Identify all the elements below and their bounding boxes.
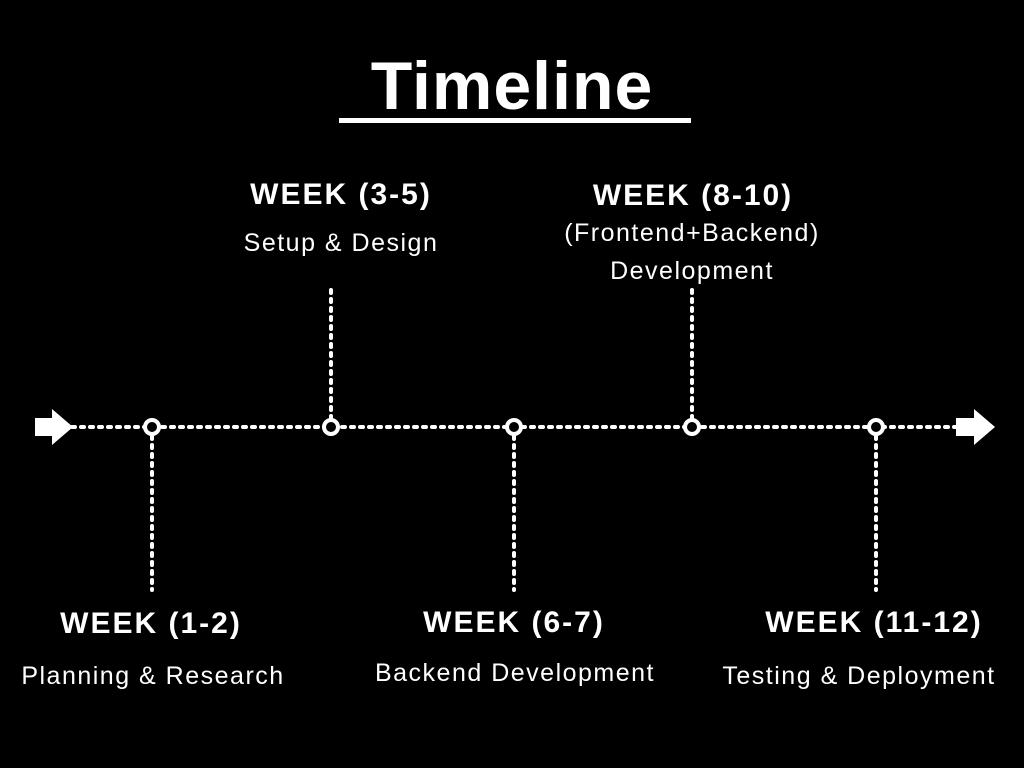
milestone-description: Planning & Research: [21, 662, 285, 690]
title-underline: [339, 118, 691, 123]
milestone-description: (Frontend+Backend): [564, 219, 820, 247]
milestone-description: Backend Development: [374, 659, 656, 687]
milestone-week-label: WEEK (8-10): [592, 179, 794, 212]
page-title: Timeline: [370, 48, 654, 124]
start-arrow-icon: [35, 409, 73, 445]
node-week-8-10: [683, 418, 701, 436]
milestone-week-label: WEEK (3-5): [250, 178, 432, 211]
milestone-description: Setup & Design: [243, 229, 439, 257]
end-arrow-icon: [956, 409, 995, 445]
milestone-description: Development: [610, 257, 774, 285]
milestone-week-label: WEEK (6-7): [423, 606, 605, 639]
node-week-1-2: [143, 418, 161, 436]
node-week-3-5: [322, 418, 340, 436]
node-week-11-12: [867, 418, 885, 436]
milestone-description: Testing & Deployment: [722, 662, 996, 690]
node-week-6-7: [505, 418, 523, 436]
milestone-week-label: WEEK (11-12): [765, 606, 983, 639]
milestone-week-label: WEEK (1-2): [60, 607, 242, 640]
